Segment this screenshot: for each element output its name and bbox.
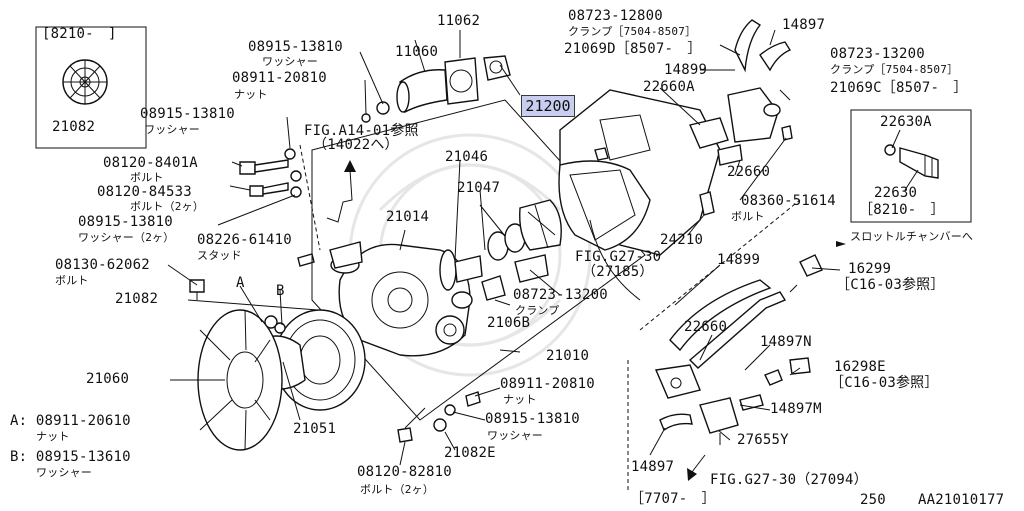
fig-ref-a14[interactable]: FIG.A14-01参照	[304, 123, 419, 139]
bolt-label-5: ボルト	[731, 210, 765, 223]
lower-fasteners	[397, 391, 481, 443]
part-21069D[interactable]: 21069D［8507- ］	[564, 41, 702, 57]
part-24210[interactable]: 24210	[660, 232, 704, 248]
part-08915-13810-bot[interactable]: 08915-13810	[485, 411, 580, 427]
leader-lines	[167, 29, 919, 466]
throttle-chamber-note: スロットルチャンバーへ	[850, 230, 974, 243]
nut-label-low: ナット	[503, 393, 537, 406]
part-08915-13810-low[interactable]: 08915-13810	[78, 214, 173, 230]
bolt-label-1: ボルト	[130, 171, 164, 184]
part-21047[interactable]: 21047	[457, 180, 501, 196]
part-14897M[interactable]: 14897M	[770, 401, 822, 417]
arrows	[326, 160, 846, 481]
fig-ref-g27-1-sub: （27185）	[582, 264, 654, 280]
page-number: 250	[860, 492, 886, 508]
part-08911-20810-low[interactable]: 08911-20810	[500, 376, 595, 392]
bolts-left	[189, 159, 315, 300]
fan-and-pulley	[185, 309, 366, 451]
document-code: AA21010177	[918, 492, 1005, 508]
part-2106B[interactable]: 2106B	[487, 315, 531, 331]
part-21051[interactable]: 21051	[293, 421, 337, 437]
part-08130-62062[interactable]: 08130-62062	[55, 257, 150, 273]
part-11060[interactable]: 11060	[395, 44, 439, 60]
part-22660-low[interactable]: 22660	[684, 319, 728, 335]
part-22660-top[interactable]: 22660	[727, 164, 771, 180]
inset-thermostat-housing	[62, 59, 108, 105]
washer-label-bot: ワッシャー	[487, 429, 543, 442]
note-b-washer: ワッシャー	[36, 466, 92, 479]
c16-ref-1[interactable]: ［C16-03参照］	[836, 277, 945, 293]
part-21069C[interactable]: 21069C［8507- ］	[830, 80, 968, 96]
washer-label-mid: ワッシャー	[144, 123, 200, 136]
part-08723-13200-top[interactable]: 08723-13200	[830, 46, 925, 62]
part-14897N[interactable]: 14897N	[760, 334, 812, 350]
part-08723-13200-low[interactable]: 08723-13200	[513, 287, 608, 303]
reference-lines	[299, 144, 801, 490]
fig-ref-g27-2[interactable]: FIG.G27-30（27094）	[710, 472, 868, 488]
part-08226-61410[interactable]: 08226-61410	[197, 232, 292, 248]
pump-shaft-parts	[439, 199, 562, 309]
part-14897-low[interactable]: 14897	[631, 459, 675, 475]
highlighted-part-21200[interactable]: 21200	[521, 95, 575, 117]
water-pump-body	[329, 241, 471, 357]
part-14897-top[interactable]: 14897	[782, 17, 826, 33]
bolt-label-2: ボルト（2ヶ）	[130, 200, 205, 213]
washer-label-2: ワッシャー（2ヶ）	[78, 231, 175, 244]
part-16299[interactable]: 16299	[848, 261, 892, 277]
part-22630A[interactable]: 22630A	[880, 114, 932, 130]
stud-label: スタッド	[197, 249, 242, 262]
part-27655Y[interactable]: 27655Y	[737, 432, 789, 448]
part-21082-inset[interactable]: 21082	[52, 119, 96, 135]
part-11062[interactable]: 11062	[437, 13, 481, 29]
part-21014[interactable]: 21014	[386, 209, 430, 225]
part-21060[interactable]: 21060	[86, 371, 130, 387]
bolt-label-4: ボルト（2ヶ）	[360, 483, 435, 496]
part-14899-low[interactable]: 14899	[717, 252, 761, 268]
cylinder-head-assembly	[558, 19, 793, 301]
water-pump-enclosure	[311, 99, 646, 421]
inset-box-right	[850, 109, 972, 223]
inset-box-left	[35, 26, 147, 149]
part-21046[interactable]: 21046	[445, 149, 489, 165]
part-08120-8401A[interactable]: 08120-8401A	[103, 155, 198, 171]
note-a-part[interactable]: A: 08911-20610	[10, 413, 131, 429]
thermostat-housing-group	[284, 55, 511, 198]
part-22630[interactable]: 22630	[874, 185, 918, 201]
c16-ref-2[interactable]: ［C16-03参照］	[830, 375, 939, 391]
part-21082[interactable]: 21082	[115, 291, 159, 307]
bolt-label-3: ボルト	[55, 274, 89, 287]
highlighted-part-number: 21200	[525, 97, 571, 115]
note-b-part[interactable]: B: 08915-13610	[10, 449, 131, 465]
note-a-nut: ナット	[36, 430, 70, 443]
fig-ref-a14-sub: （14022へ）	[313, 137, 399, 153]
part-08911-20810-top[interactable]: 08911-20810	[232, 70, 327, 86]
hose-assembly	[654, 254, 823, 445]
part-21082E[interactable]: 21082E	[444, 445, 496, 461]
fig-ref-g27-1[interactable]: FIG.G27-30	[575, 249, 662, 265]
part-08120-84533[interactable]: 08120-84533	[97, 184, 192, 200]
part-08360-51614[interactable]: 08360-51614	[741, 193, 836, 209]
part-16298E[interactable]: 16298E	[834, 359, 886, 375]
nut-label-top: ナット	[234, 88, 268, 101]
marker-a: A	[236, 275, 245, 291]
washer-label-top: ワッシャー	[262, 55, 318, 68]
part-21010[interactable]: 21010	[546, 348, 590, 364]
part-08723-12800[interactable]: 08723-12800	[568, 8, 663, 24]
inset-sensor	[884, 144, 939, 179]
part-14899-top[interactable]: 14899	[664, 62, 708, 78]
part-08915-13810-top[interactable]: 08915-13810	[248, 39, 343, 55]
clamp-label-top: クランプ［7504-8507］	[568, 25, 697, 38]
range-7707: ［7707- ］	[630, 491, 716, 507]
part-08120-82810[interactable]: 08120-82810	[357, 464, 452, 480]
inset-left-range: [8210- ]	[42, 26, 117, 42]
marker-b: B	[276, 283, 285, 299]
clamp-label-right: クランプ［7504-8507］	[830, 63, 959, 76]
part-22660A[interactable]: 22660A	[643, 79, 695, 95]
watermark-emblem	[348, 133, 592, 377]
inset-right-range: ［8210- ］	[859, 202, 945, 218]
clamp-label-low: クランプ	[515, 304, 560, 317]
part-08915-13810-mid[interactable]: 08915-13810	[140, 106, 235, 122]
